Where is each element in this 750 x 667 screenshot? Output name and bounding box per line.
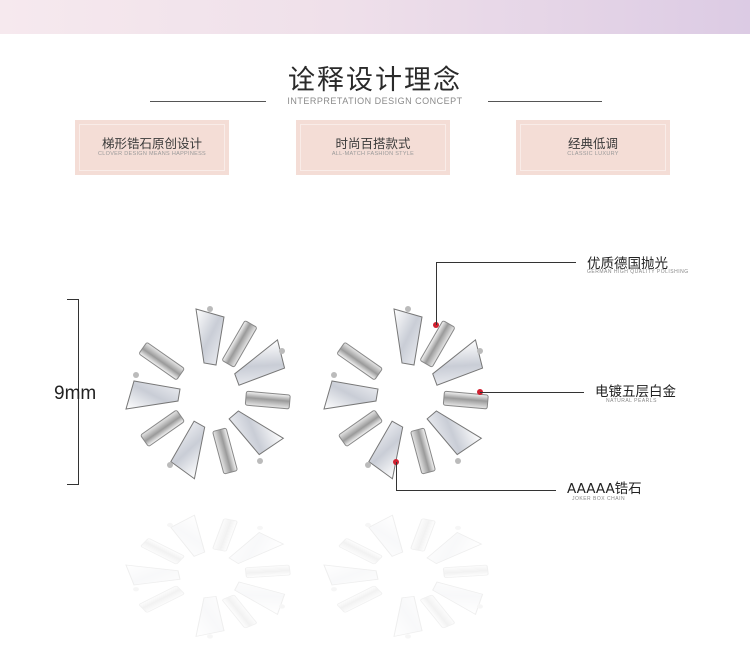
callout-plating: 电镀五层白金 (595, 384, 676, 400)
tag-label: 经典低调 (567, 136, 618, 151)
tag-label: 时尚百搭款式 (335, 136, 411, 151)
dimension-line (78, 299, 79, 485)
top-banner (0, 0, 750, 34)
earring-reflection (323, 514, 490, 640)
dimension-cap-top (67, 299, 79, 300)
tag-frame (300, 124, 446, 171)
callout-plating-en: NATURAL PEARLS (606, 398, 657, 404)
dimension-label: 9mm (54, 383, 97, 404)
tag-sublabel: ALL-MATCH FASHION STYLE (331, 151, 415, 157)
callout-line (436, 262, 576, 263)
callout-marker (433, 322, 439, 328)
callout-line (480, 392, 584, 393)
callout-zircon: AAAAA锆石 (567, 481, 642, 497)
callout-zircon-en: JOKER BOX CHAIN (572, 496, 626, 502)
callout-polishing-en: GERMAN HIGH QUALITY POLISHING (587, 269, 689, 275)
callout-line (436, 262, 437, 325)
callout-line (396, 490, 556, 491)
title-rule-right (488, 101, 602, 102)
callout-line (396, 462, 397, 490)
callout-polishing: 优质德国抛光 (587, 256, 668, 272)
feature-tag-style: 时尚百搭款式 ALL-MATCH FASHION STYLE (296, 120, 450, 175)
feature-tag-design: 梯形锆石原创设计 CLOVER DESIGN MEANS HAPPINESS (75, 120, 229, 175)
tag-frame (520, 124, 666, 171)
tag-sublabel: CLASSIC LUXURY (567, 151, 619, 157)
section-title: 诠释设计理念 (288, 65, 462, 96)
earring-image (125, 305, 292, 480)
tag-label: 梯形锆石原创设计 (101, 136, 202, 151)
tag-sublabel: CLOVER DESIGN MEANS HAPPINESS (97, 151, 207, 157)
feature-tag-classic: 经典低调 CLASSIC LUXURY (516, 120, 670, 175)
section-subtitle: INTERPRETATION DESIGN CONCEPT (287, 96, 463, 106)
earring-reflection (125, 514, 292, 640)
title-rule-left (150, 101, 266, 102)
earring-image (323, 305, 490, 480)
tag-frame (79, 124, 225, 171)
dimension-cap-bottom (67, 484, 79, 485)
